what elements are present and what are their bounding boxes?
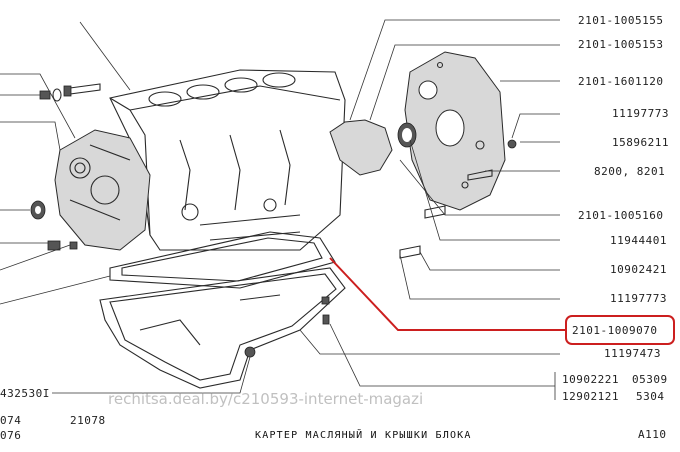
part-labels-right: 2101-1005155 2101-1005153 2101-1601120 1… (562, 14, 669, 403)
part-label: 2101-1005153 (578, 38, 663, 51)
part-label: 2101-1005155 (578, 14, 663, 27)
footer-code-bottom: 076 (0, 429, 21, 442)
oil-pan (99, 267, 346, 389)
part-label: 11197773 (612, 107, 669, 120)
left-fasteners (39, 83, 101, 251)
footer-caption: КАРТЕР МАСЛЯНЫЙ И КРЫШКИ БЛОКА (255, 428, 472, 441)
highlight-box (565, 315, 675, 345)
part-label: 5304 (636, 390, 665, 403)
highlight-leader (329, 257, 566, 331)
part-label: 11197473 (604, 347, 661, 360)
part-label: 15896211 (612, 136, 669, 149)
footer-code-top: 074 (0, 414, 21, 427)
part-label: 8200, 8201 (594, 165, 665, 178)
rear-cover-plate (404, 51, 506, 211)
part-label: 12902121 (562, 390, 619, 403)
footer-model: 21078 (70, 414, 106, 427)
leader-lines (0, 19, 560, 400)
watermark: rechitsa.deal.by/c210593-internet-magazi (108, 390, 423, 408)
part-label: 11197773 (610, 292, 667, 305)
part-label: 10902221 (562, 373, 619, 386)
part-label: 2101-1601120 (578, 75, 663, 88)
part-label-left: 432530I (0, 387, 50, 400)
part-label-highlighted: 2101-1009070 (572, 324, 657, 337)
footer-page: A110 (638, 428, 667, 441)
part-label: 11944401 (610, 234, 667, 247)
oil-pan-gasket (109, 231, 336, 289)
part-label: 05309 (632, 373, 668, 386)
seal-holder (329, 119, 517, 259)
part-label: 10902421 (610, 263, 667, 276)
footer: 074 076 21078 КАРТЕР МАСЛЯНЫЙ И КРЫШКИ Б… (0, 414, 667, 442)
part-label: 2101-1005160 (578, 209, 663, 222)
front-cover (30, 129, 151, 251)
